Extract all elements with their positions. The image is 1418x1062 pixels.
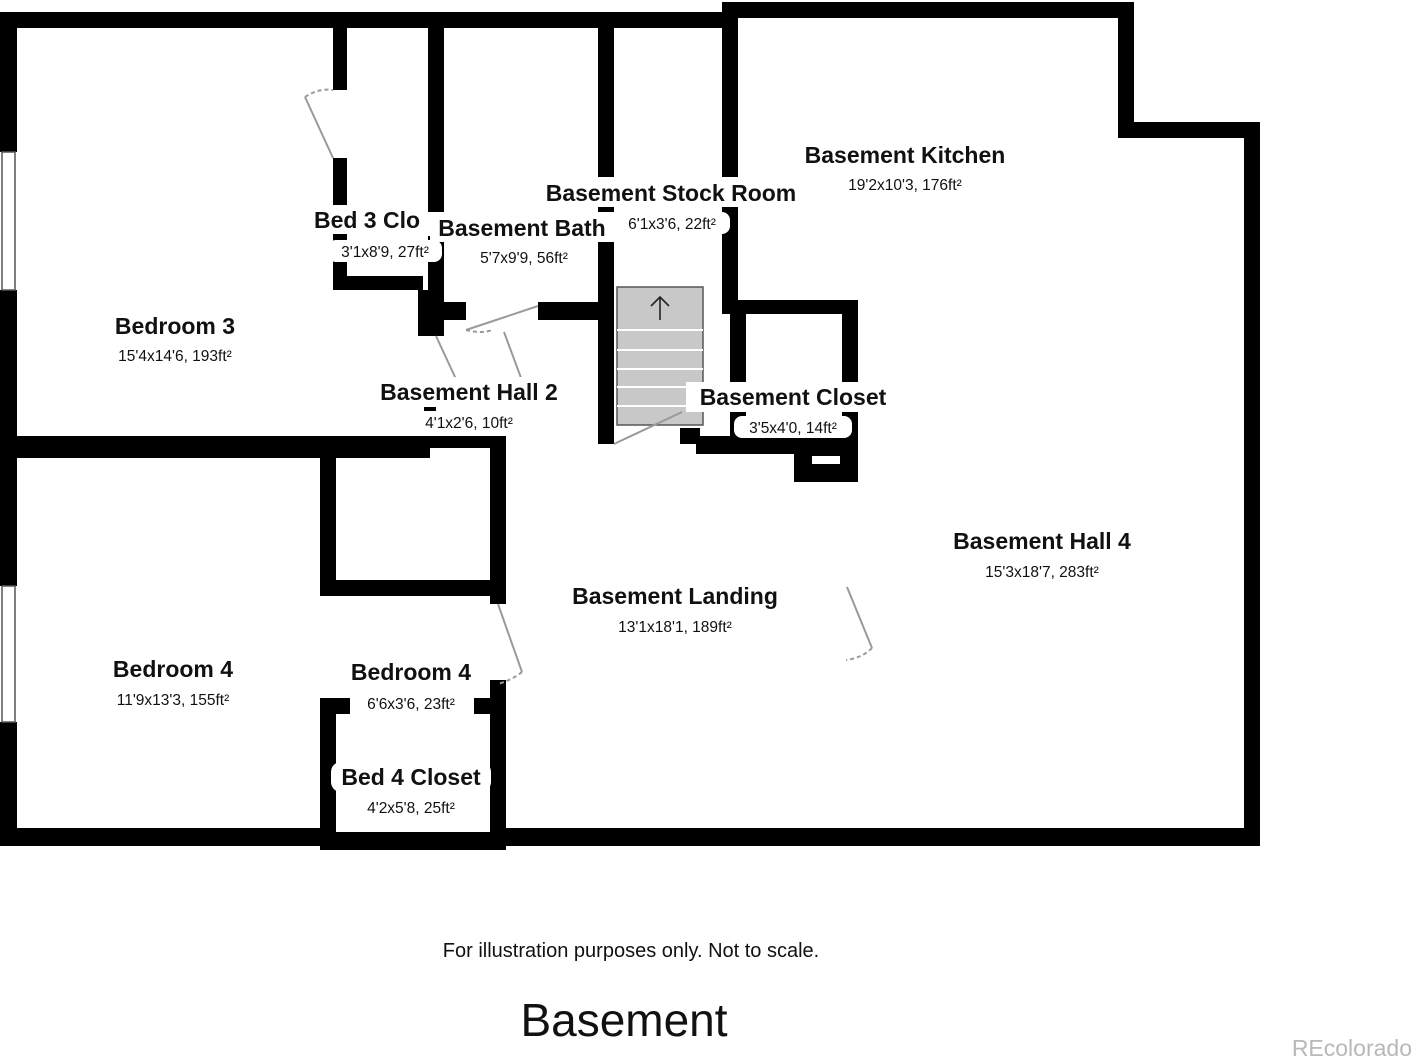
room-name: Basement Kitchen: [805, 142, 1006, 168]
door: [304, 96, 334, 159]
label-plate: [328, 240, 442, 262]
watermark: REcolorado: [1291, 1035, 1412, 1061]
disclaimer-note: For illustration purposes only. Not to s…: [442, 940, 820, 962]
wall: [490, 828, 1260, 846]
label-plate: [412, 411, 526, 433]
room-dims: 5'7x9'9, 56ft²: [480, 250, 568, 267]
wall: [722, 300, 858, 314]
room-dims: 3'5x4'0, 14ft²: [749, 420, 837, 437]
label-plate: [734, 416, 852, 438]
room-name: Bed 4 Closet: [341, 764, 481, 790]
window: [1, 151, 16, 291]
window: [1, 585, 16, 723]
door: [846, 586, 873, 649]
label-plate: [686, 382, 900, 412]
wall: [0, 828, 335, 846]
room-name: Basement Bath: [438, 215, 605, 241]
room-name: Basement Hall 2: [380, 379, 558, 405]
room-name: Basement Hall 4: [953, 528, 1131, 554]
room-name: Bedroom 3: [115, 313, 235, 339]
label-plate: [530, 177, 812, 207]
arrow-up-icon: [650, 295, 670, 320]
wall: [538, 302, 612, 320]
room-dims: 3'1x8'9, 27ft²: [341, 244, 429, 261]
room-dims: 4'2x5'8, 25ft²: [367, 800, 455, 817]
room-dims: 6'1x3'6, 22ft²: [628, 216, 716, 233]
label-plate: [350, 692, 472, 714]
wall: [1118, 2, 1134, 138]
label-plate: [306, 205, 428, 234]
room-dims: 11'9x13'3, 155ft²: [117, 692, 230, 709]
wall: [320, 448, 336, 596]
door-arc: [497, 671, 523, 685]
wall: [0, 722, 17, 846]
windows: [1, 151, 16, 723]
label-plate: [614, 212, 730, 234]
door: [613, 411, 683, 445]
wall: [428, 436, 504, 448]
label-plate: [342, 657, 480, 687]
wall: [1118, 122, 1260, 138]
wall: [320, 580, 500, 596]
room-name: Bed 3 Clo: [314, 207, 420, 233]
room-dims: 13'1x18'1, 189ft²: [618, 619, 732, 636]
room-dims: 15'4x14'6, 193ft²: [118, 348, 232, 365]
wall: [320, 698, 350, 714]
wall: [436, 302, 466, 320]
door-arc: [845, 647, 873, 661]
door-arc: [304, 88, 334, 98]
room-labels: Bedroom 3 15'4x14'6, 193ft² Bed 3 Clo 3'…: [113, 142, 1131, 817]
closet-vent: [812, 456, 840, 464]
walls: [0, 2, 1260, 850]
wall: [490, 436, 506, 604]
door-arc: [465, 329, 493, 333]
wall: [722, 2, 1134, 18]
label-plate: [368, 377, 570, 407]
room-dims: 19'2x10'3, 176ft²: [848, 177, 962, 194]
wall: [680, 428, 700, 444]
label-plate: [430, 212, 616, 242]
room-name: Basement Closet: [700, 384, 887, 410]
wall: [0, 12, 17, 152]
room-name: Basement Landing: [572, 583, 778, 609]
door: [497, 603, 523, 673]
room-dims: 15'3x18'7, 283ft²: [985, 564, 1099, 581]
room-dims: 4'1x2'6, 10ft²: [425, 415, 513, 432]
wall: [722, 2, 738, 310]
wall: [333, 12, 347, 90]
room-dims: 6'6x3'6, 23ft²: [367, 696, 455, 713]
floor-title: Basement: [520, 994, 728, 1046]
wall: [0, 12, 730, 28]
room-name: Basement Stock Room: [546, 180, 797, 206]
wall: [490, 680, 506, 850]
wall: [428, 12, 444, 212]
wall: [320, 832, 506, 850]
label-plate: [331, 762, 491, 792]
door: [465, 305, 539, 331]
wall: [320, 698, 336, 850]
wall: [333, 276, 423, 290]
wall: [0, 436, 430, 458]
wall: [1244, 122, 1260, 846]
floor-plan: Bedroom 3 15'4x14'6, 193ft² Bed 3 Clo 3'…: [0, 2, 1260, 850]
room-name: Bedroom 4: [351, 659, 471, 685]
room-name: Bedroom 4: [113, 656, 233, 682]
